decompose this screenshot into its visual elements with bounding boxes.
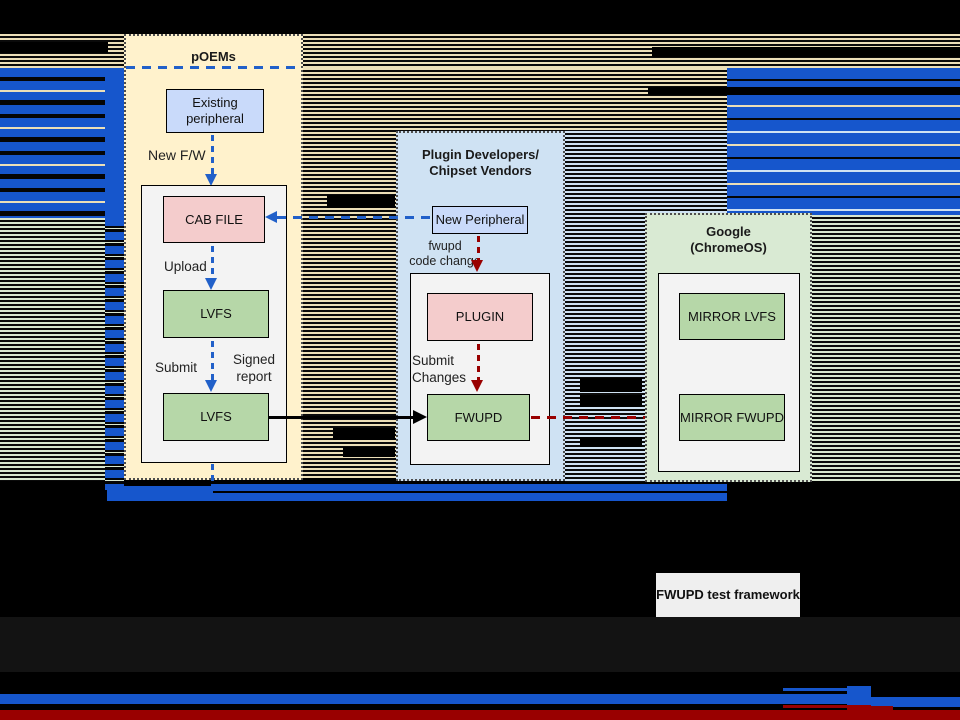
new-peripheral-node: New Peripheral (432, 206, 528, 234)
cab-file-node: CAB FILE (163, 196, 265, 243)
fwupd-code-change-label: fwupd code change (405, 239, 485, 269)
arrowhead-right-icon (413, 410, 427, 424)
arrow-peripheral-to-cab (211, 135, 214, 175)
fwupd-code-change-line2: code change (409, 254, 481, 268)
glitch-blue-bar-2 (107, 493, 727, 501)
google-title-line1: Google (706, 224, 751, 239)
fwupd-node: FWUPD (427, 394, 530, 441)
upload-label: Upload (164, 259, 207, 274)
glitch-blue-bar-1b (211, 484, 727, 491)
fwupd-code-change-line1: fwupd (428, 239, 462, 253)
existing-peripheral-label-line1: Existing (192, 95, 238, 110)
poems-divider-dashed-line (126, 66, 302, 69)
fwupd-label: FWUPD (454, 409, 503, 425)
new-peripheral-label: New Peripheral (435, 212, 525, 227)
lvfs-upper-label: LVFS (200, 306, 232, 321)
bottom-dark-band (0, 617, 960, 672)
glitch-blue-bar-1a (107, 486, 213, 493)
arrow-fwupd-to-mirror (531, 416, 664, 419)
mirror-fwupd-label: MIRROR FWUPD (680, 409, 784, 425)
plugin-title-line2: Chipset Vendors (429, 163, 532, 178)
submit-changes-line1: Submit (412, 353, 455, 368)
plugin-panel-title: Plugin Developers/ Chipset Vendors (396, 147, 565, 179)
lvfs-lower-label: LVFS (200, 409, 232, 424)
glitch-blue-band-left (0, 68, 105, 218)
google-panel-title: Google (ChromeOS) (645, 224, 812, 256)
bottom-red-thin-line (783, 705, 847, 708)
lvfs-lower-node: LVFS (163, 393, 269, 441)
existing-peripheral-node: Existing peripheral (166, 89, 264, 133)
plugin-title-line1: Plugin Developers/ (421, 147, 540, 162)
mirror-lvfs-label: MIRROR LVFS (688, 308, 776, 324)
arrowhead-down-icon (471, 380, 483, 392)
signed-report-line2: report (236, 369, 272, 384)
glitch-blob-gap-2 (333, 428, 395, 440)
glitch-blob-rgap-2 (580, 395, 642, 407)
bottom-blue-bar-right (871, 697, 960, 707)
glitch-stripes-green-left (0, 218, 105, 481)
signed-report-label: Signed report (226, 351, 282, 385)
glitch-blob-right-row (648, 87, 960, 95)
arrowhead-down-icon (471, 260, 483, 272)
arrowhead-down-icon (205, 278, 217, 290)
glitch-blob-top-right (652, 47, 960, 57)
submit-label: Submit (155, 360, 198, 375)
glitch-blob-gap-3 (343, 447, 395, 457)
submit-changes-label: Submit Changes (412, 352, 474, 386)
submit-changes-line2: Changes (412, 370, 467, 385)
arrow-newperipheral-to-cab (277, 216, 432, 219)
glitch-stripes-blue-gap (565, 131, 645, 482)
glitch-stripes-above-google (645, 131, 727, 213)
plugin-label: PLUGIN (455, 309, 505, 324)
arrowhead-down-icon (205, 380, 217, 392)
existing-peripheral-label-line2: peripheral (186, 111, 244, 126)
glitch-stripes-tan-gap (303, 68, 396, 478)
cab-file-label: CAB FILE (185, 211, 243, 227)
new-fw-label: New F/W (148, 147, 206, 163)
mirror-fwupd-node: MIRROR FWUPD (679, 394, 785, 441)
glitch-blob-gap-1 (327, 195, 395, 208)
plugin-node: PLUGIN (427, 293, 533, 341)
arrow-newperipheral-to-plugin (477, 236, 480, 260)
fwupd-test-framework-label: FWUPD test framework (656, 587, 800, 602)
fwupd-test-framework-box: FWUPD test framework (656, 573, 800, 617)
mirror-lvfs-node: MIRROR LVFS (679, 293, 785, 340)
arrow-lvfs-to-fwupd (269, 416, 415, 419)
glitch-blue-column-dashed (105, 218, 124, 490)
glitch-stripes-tan-above-plugin (396, 68, 727, 131)
signed-report-line1: Signed (232, 352, 276, 367)
arrow-plugin-to-fwupd (477, 344, 480, 380)
glitch-dash-below-container (211, 464, 214, 488)
glitch-black-band-left (0, 42, 108, 53)
arrow-lvfs-to-lvfs (211, 341, 214, 381)
arrowhead-left-icon (265, 211, 277, 223)
google-title-line2: (ChromeOS) (690, 240, 767, 255)
lvfs-upper-node: LVFS (163, 290, 269, 338)
arrow-cab-to-lvfs (211, 246, 214, 279)
glitch-blob-rgap-3 (580, 437, 642, 447)
bottom-red-bar (0, 710, 960, 720)
glitch-stripes-green-right (812, 215, 960, 481)
bottom-blue-thin-line (783, 688, 847, 691)
glitch-blob-rgap-1 (580, 378, 642, 392)
bottom-red-step (871, 706, 893, 712)
bottom-blue-bar (0, 694, 871, 704)
poems-panel-title: pOEMs (191, 49, 236, 64)
glitch-blue-column-solid (105, 68, 124, 218)
arrowhead-down-icon (205, 174, 217, 186)
